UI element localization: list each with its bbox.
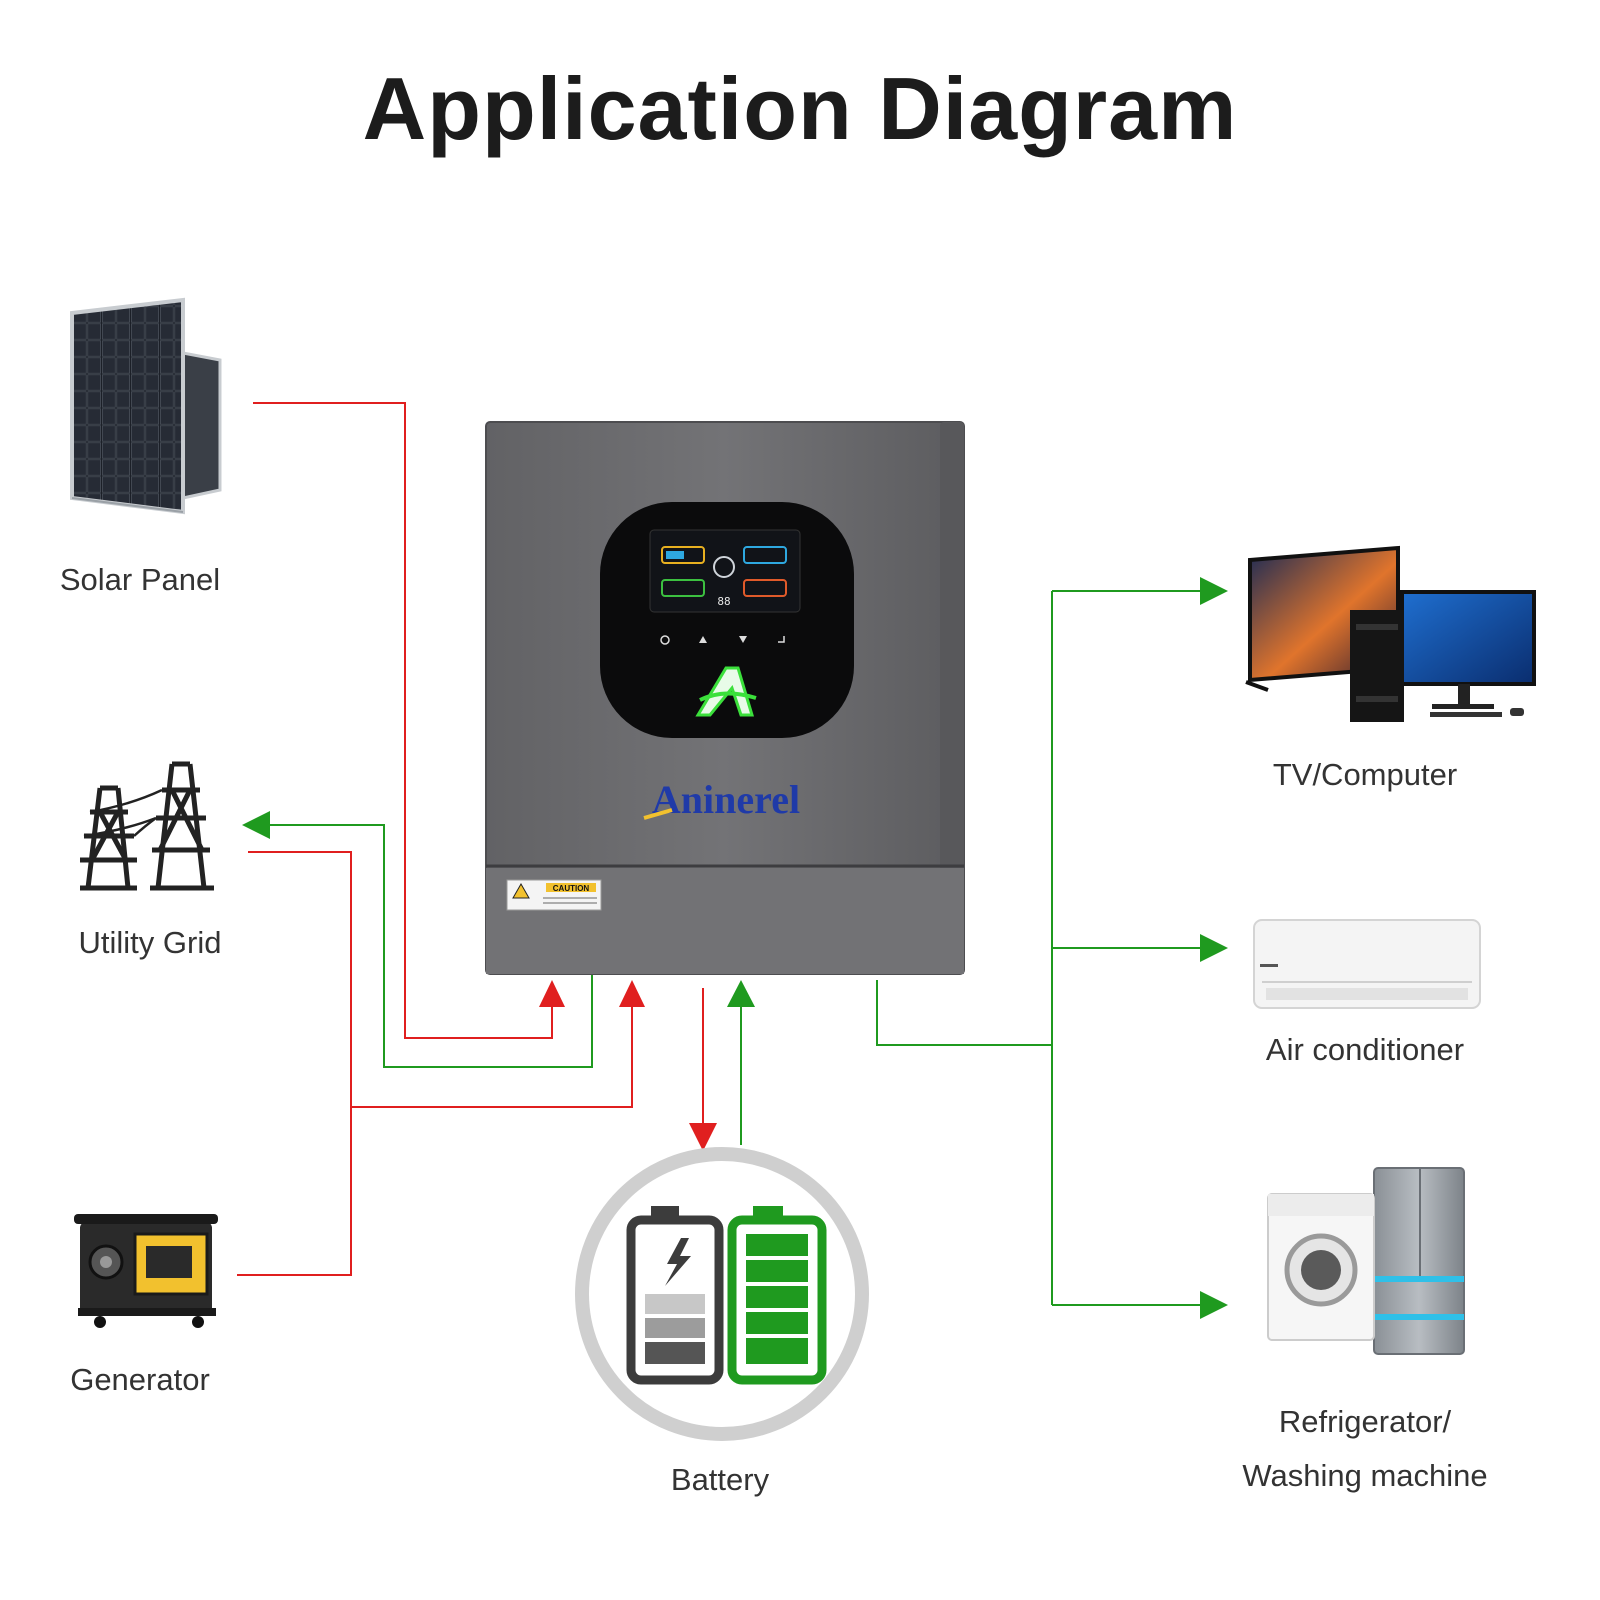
generator-label: Generator	[70, 1362, 210, 1397]
caution-label: CAUTION	[506, 879, 602, 911]
connection-lines	[237, 402, 1200, 1306]
battery-label: Battery	[670, 1462, 770, 1497]
utility-grid-label: Utility Grid	[78, 925, 222, 960]
solar-to-inverter-line	[253, 402, 553, 1039]
air-conditioner-label: Air conditioner	[1265, 1032, 1465, 1067]
tv-computer-label: TV/Computer	[1272, 757, 1458, 792]
inverter-to-loads-line	[876, 980, 1052, 1046]
solar-panel-icon	[70, 297, 222, 515]
brand-text: Aninerel	[652, 777, 800, 822]
fridge-label-line1: Refrigerator/	[1278, 1404, 1452, 1439]
fridge-label-line2: Washing machine	[1242, 1458, 1488, 1493]
fridge-washer-icon	[1267, 1167, 1465, 1355]
inverter-to-grid-line	[270, 824, 593, 1068]
arrowheads	[242, 577, 1228, 1319]
page-title: Application Diagram	[362, 59, 1238, 158]
generator-to-inverter-line	[237, 851, 352, 1276]
caution-text: CAUTION	[553, 884, 590, 893]
arrow-to-ac	[1200, 934, 1228, 962]
down-button	[739, 636, 747, 643]
power-button	[660, 635, 670, 645]
arrow-solar-input	[539, 980, 565, 1007]
tv-computer-icon	[1245, 545, 1536, 722]
arrow-to-tv	[1200, 577, 1228, 605]
arrow-to-fridge	[1200, 1291, 1228, 1319]
inverter-icon: 88 Aninerel CAUTION	[485, 421, 965, 975]
arrow-generator-input	[619, 980, 645, 1007]
generator-icon	[74, 1214, 218, 1328]
arrow-battery-discharge	[727, 980, 755, 1007]
brand-logo-glow	[695, 666, 757, 717]
transmission-tower-icon	[80, 761, 214, 891]
arrow-battery-charge	[689, 1123, 717, 1151]
battery-icon	[575, 1147, 869, 1441]
generator-ac-input-line	[351, 1000, 633, 1108]
up-button	[699, 636, 707, 643]
solar-panel-label: Solar Panel	[59, 562, 221, 597]
enter-button	[778, 636, 785, 643]
lcd-value: 88	[717, 595, 730, 608]
air-conditioner-icon	[1253, 919, 1481, 1009]
arrow-grid-output	[242, 811, 270, 839]
